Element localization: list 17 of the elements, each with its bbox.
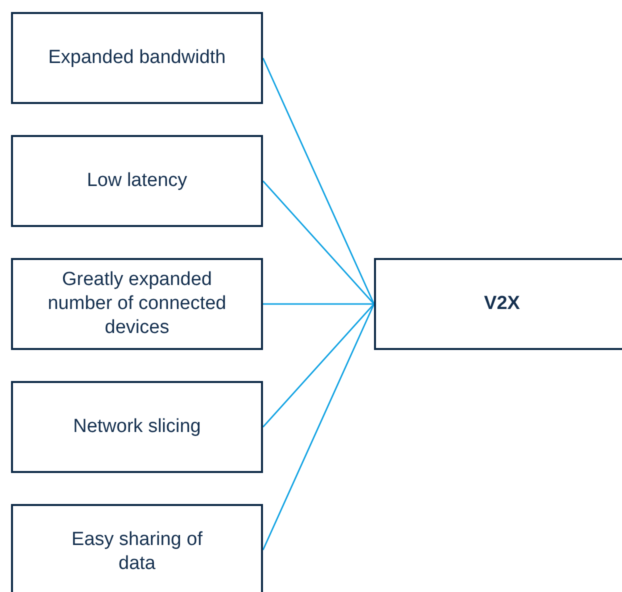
title-text: V2X [483,292,521,316]
connector-line [263,303,374,305]
text-box [374,258,622,350]
connector-line [262,58,375,304]
text-box [11,12,263,104]
connector-line [262,304,375,428]
text-box [11,381,263,473]
feature-text: Network slicing [72,415,202,439]
feature-text: Expanded bandwidth [47,46,227,70]
connector-line [262,304,375,550]
text-box [11,504,263,592]
feature-text: Greatly expanded number of connected devices [46,268,228,340]
connector-line [262,180,375,304]
feature-text: Easy sharing of data [70,528,204,576]
text-box [11,258,263,350]
feature-text: Low latency [86,169,188,193]
text-box [11,135,263,227]
